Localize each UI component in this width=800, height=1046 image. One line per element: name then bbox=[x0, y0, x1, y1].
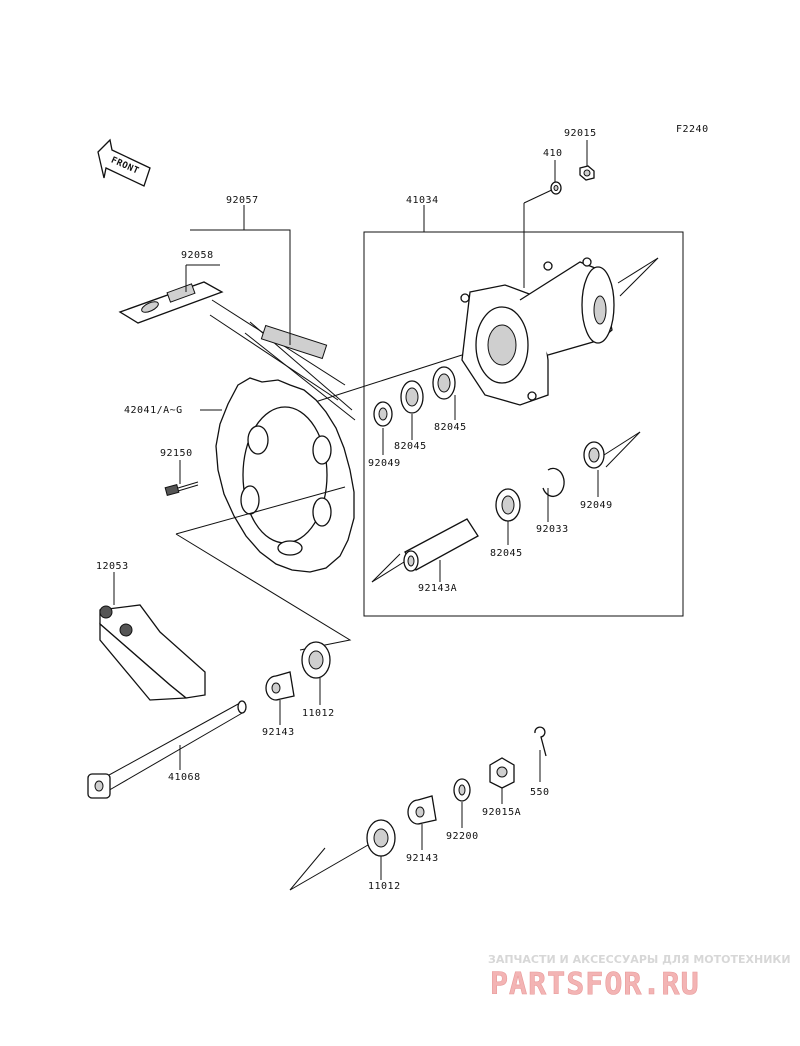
chain-guide-12053 bbox=[99, 604, 206, 701]
collar-92143-right bbox=[407, 795, 437, 825]
label-92033: 92033 bbox=[536, 524, 569, 535]
chain-92057 bbox=[209, 299, 356, 421]
label-92015: 92015 bbox=[564, 128, 597, 139]
spacer-11012-right bbox=[366, 819, 396, 857]
label-92150: 92150 bbox=[160, 448, 193, 459]
bearing-82045-b bbox=[432, 366, 456, 400]
rear-hub bbox=[460, 257, 659, 406]
bearing-82045-a bbox=[400, 380, 424, 414]
cotter-pin-550 bbox=[534, 726, 547, 757]
bearing-82045-c bbox=[495, 488, 521, 522]
hub-assembly-box bbox=[363, 205, 684, 617]
label-82045-c: 82045 bbox=[490, 548, 523, 559]
seal-92049-left bbox=[373, 401, 393, 427]
label-410: 410 bbox=[543, 148, 563, 159]
label-92015a: 92015A bbox=[482, 807, 521, 818]
figure-code: F2240 bbox=[676, 124, 709, 135]
label-92143-left: 92143 bbox=[262, 727, 295, 738]
circlip-92033 bbox=[542, 467, 565, 498]
label-92200: 92200 bbox=[446, 831, 479, 842]
label-92143a: 92143A bbox=[418, 583, 457, 594]
label-11012-left: 11012 bbox=[302, 708, 335, 719]
collar-92143-left bbox=[265, 671, 295, 701]
label-92143-right: 92143 bbox=[406, 853, 439, 864]
axle-41068 bbox=[87, 700, 247, 799]
label-92057: 92057 bbox=[226, 195, 259, 206]
front-arrow-icon: FRONT bbox=[97, 138, 151, 187]
washer-410 bbox=[550, 181, 562, 195]
label-92049-left: 92049 bbox=[368, 458, 401, 469]
label-11012-right: 11012 bbox=[368, 881, 401, 892]
label-82045-a: 82045 bbox=[434, 422, 467, 433]
label-12053: 12053 bbox=[96, 561, 129, 572]
spacer-92143a bbox=[403, 518, 479, 572]
label-82045-b: 82045 bbox=[394, 441, 427, 452]
rear-sprocket-42041 bbox=[215, 377, 355, 573]
watermark-tagline: ЗАПЧАСТИ И АКСЕССУАРЫ ДЛЯ МОТОТЕХНИКИ bbox=[488, 953, 791, 966]
label-92058: 92058 bbox=[181, 250, 214, 261]
nut-92015a bbox=[489, 757, 515, 789]
bolt-92150 bbox=[164, 481, 199, 497]
washer-92200 bbox=[453, 778, 471, 802]
watermark-logo: PARTSFOR.RU bbox=[490, 967, 700, 1002]
master-link-92058 bbox=[118, 281, 224, 324]
label-41068: 41068 bbox=[168, 772, 201, 783]
label-92049-right: 92049 bbox=[580, 500, 613, 511]
label-550: 550 bbox=[530, 787, 550, 798]
label-41034: 41034 bbox=[406, 195, 439, 206]
label-42041: 42041/A~G bbox=[124, 405, 183, 416]
nut-92015 bbox=[579, 165, 595, 181]
spacer-11012-left bbox=[301, 641, 331, 679]
seal-92049-right bbox=[583, 441, 605, 469]
